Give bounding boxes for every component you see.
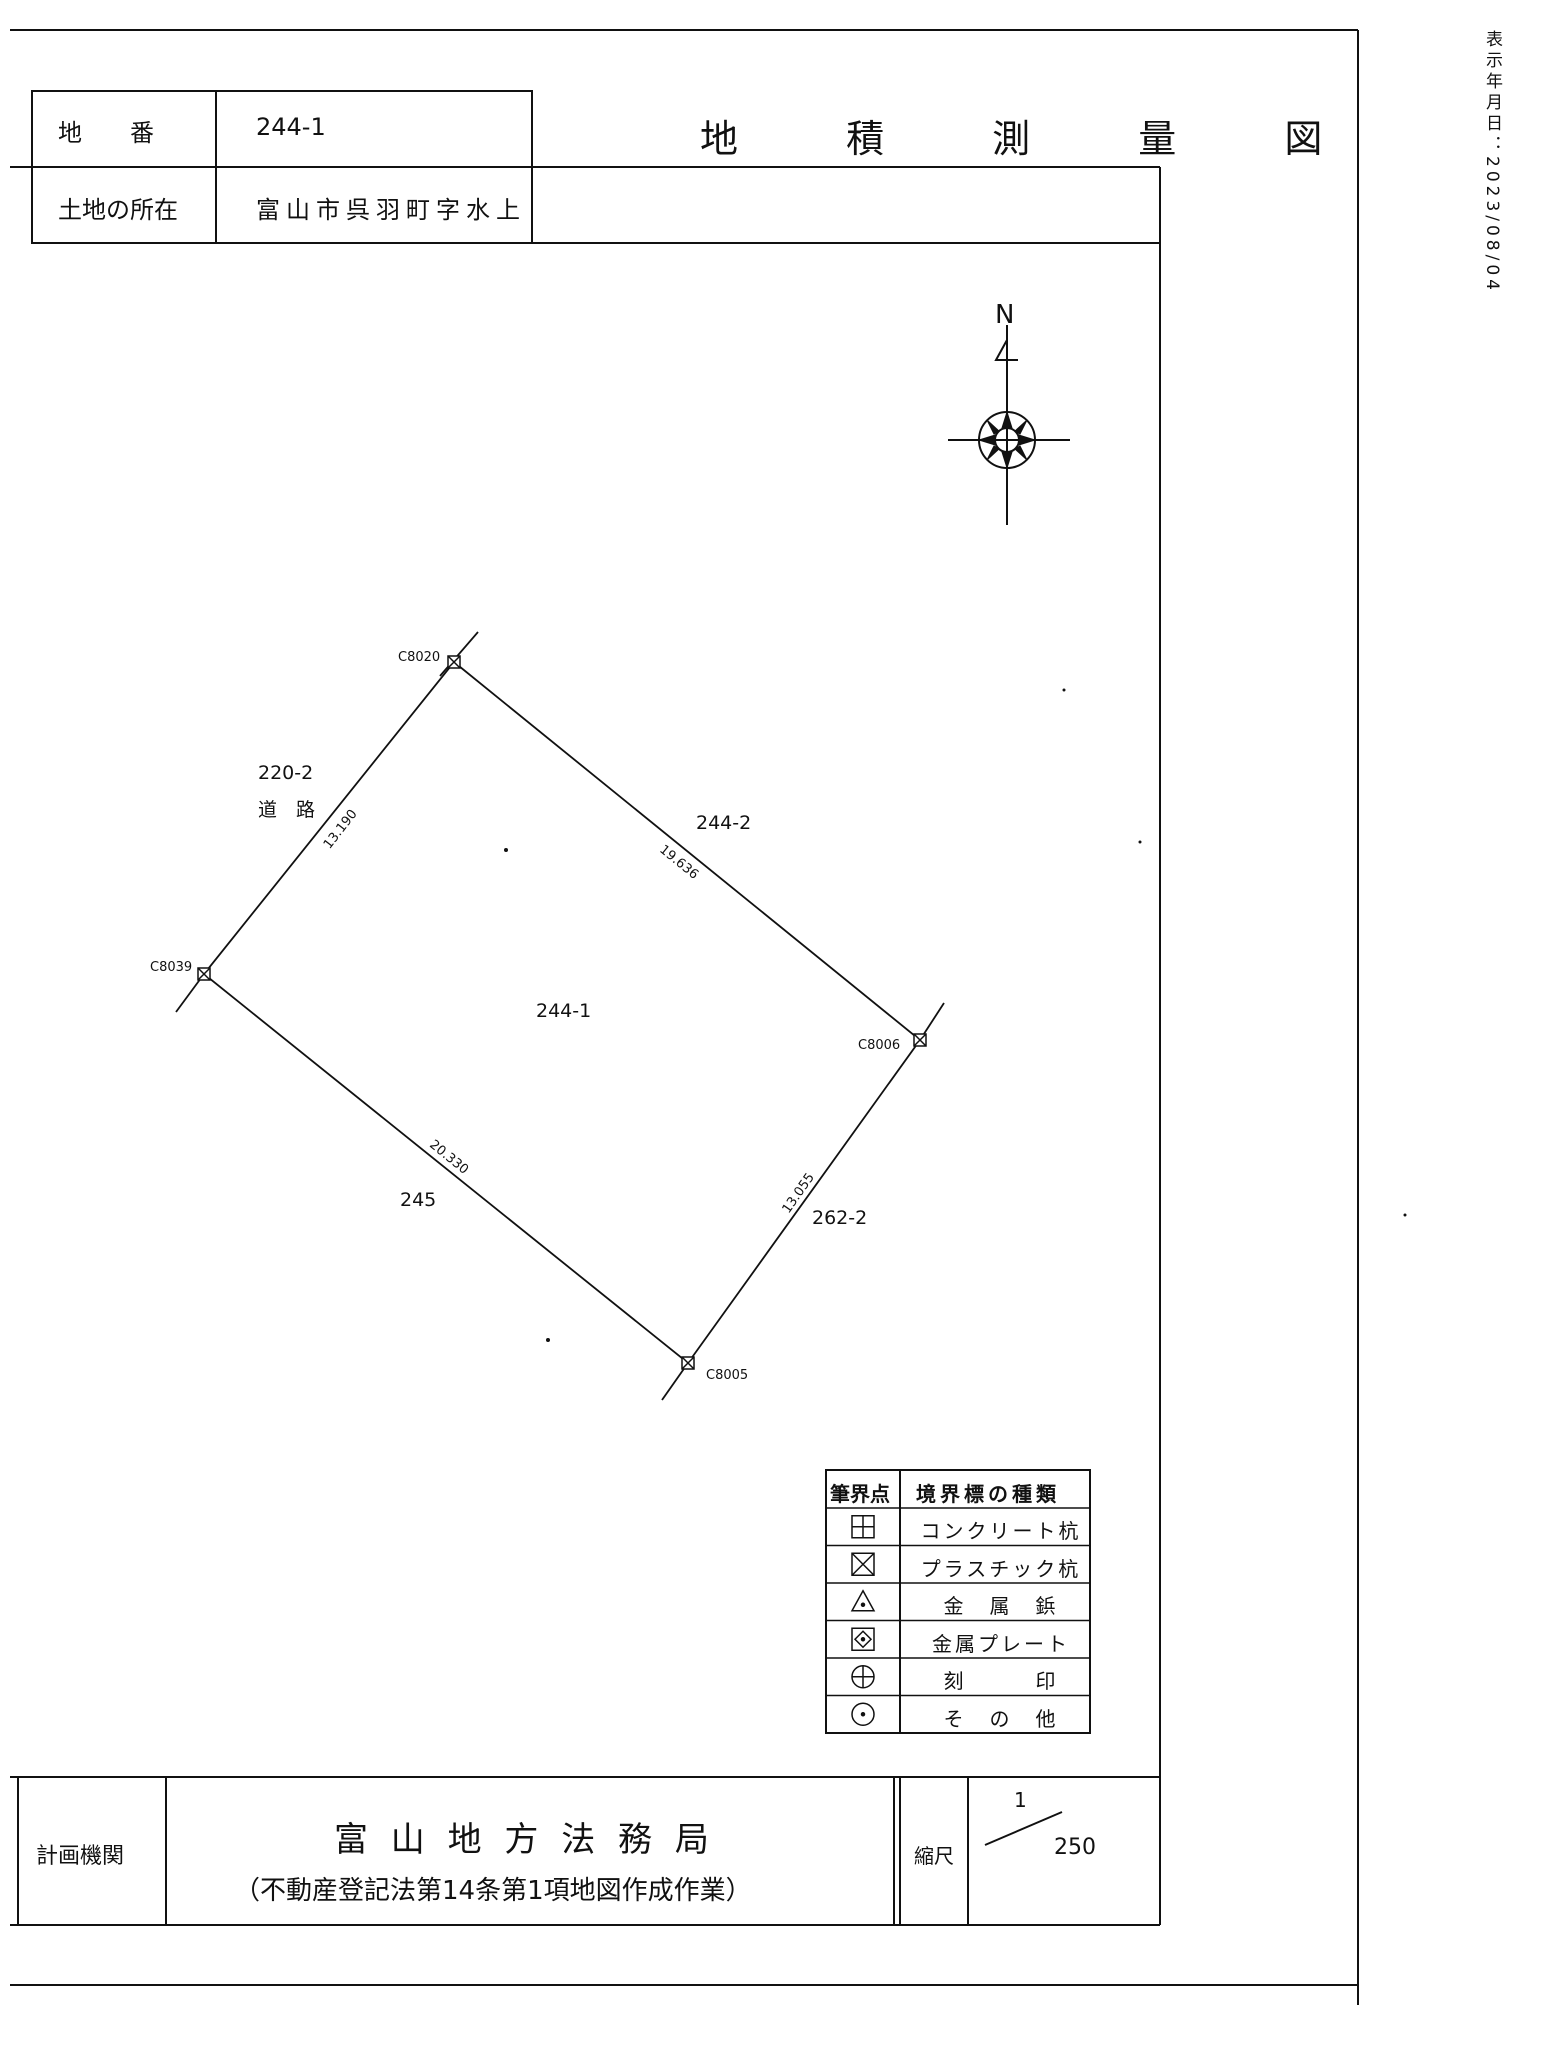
- point-label-top: C8020: [398, 650, 441, 665]
- square-plus-icon: [851, 1515, 875, 1539]
- point-label-right: C8006: [858, 1038, 901, 1053]
- circle-dot-icon: [851, 1702, 875, 1726]
- legend-header-point: 筆界点: [830, 1482, 890, 1506]
- display-date: 表示年月日：2023/08/04: [1482, 30, 1502, 294]
- legend-row-label: そ の 他: [943, 1706, 1059, 1731]
- square-x-icon: [851, 1552, 875, 1576]
- agency-name: 富 山 地 方 法 務 局: [334, 1820, 715, 1860]
- agency-label: 計画機関: [36, 1844, 125, 1869]
- circle-plus-icon: [851, 1665, 875, 1689]
- point-label-bottom: C8005: [706, 1368, 749, 1383]
- legend-row-label: プラスチック杭: [920, 1556, 1082, 1581]
- location-value: 富山市呉羽町字水上: [256, 196, 526, 224]
- scale-denominator: 250: [1054, 1835, 1096, 1860]
- scale-numerator: 1: [1014, 1788, 1027, 1812]
- legend-row-label: 金属プレート: [932, 1631, 1070, 1656]
- north-label: N: [995, 300, 1015, 330]
- legend-row-label: 金 属 鋲: [943, 1594, 1059, 1618]
- agency-note: （不動産登記法第14条第1項地図作成作業）: [234, 1876, 752, 1906]
- legend-row-label: 刻 印: [943, 1669, 1059, 1693]
- parcel-number-label: 地 番: [58, 119, 154, 147]
- triangle-dot-icon: [850, 1589, 876, 1612]
- north-arrow-icon: [948, 325, 1070, 525]
- square-diamond-icon: [851, 1627, 875, 1651]
- road-number: 220-2: [258, 762, 314, 784]
- parcel-main-label: 244-1: [536, 1000, 592, 1022]
- location-label: 土地の所在: [58, 196, 178, 224]
- legend-row-label: コンクリート杭: [920, 1519, 1082, 1543]
- parcel-number-value: 244-1: [256, 113, 326, 141]
- adjacent-parcel-sw: 245: [400, 1189, 437, 1211]
- boundary-markers: [197, 655, 927, 1370]
- point-label-left: C8039: [150, 960, 193, 975]
- adjacent-parcel-se: 262-2: [812, 1207, 868, 1229]
- page-title: 地 積 測 量 図: [700, 117, 1371, 161]
- adjacent-parcel-ne: 244-2: [696, 812, 752, 834]
- road-label: 道 路: [258, 799, 316, 821]
- legend-header-type: 境界標の種類: [916, 1482, 1060, 1506]
- scale-label: 縮尺: [914, 1844, 954, 1868]
